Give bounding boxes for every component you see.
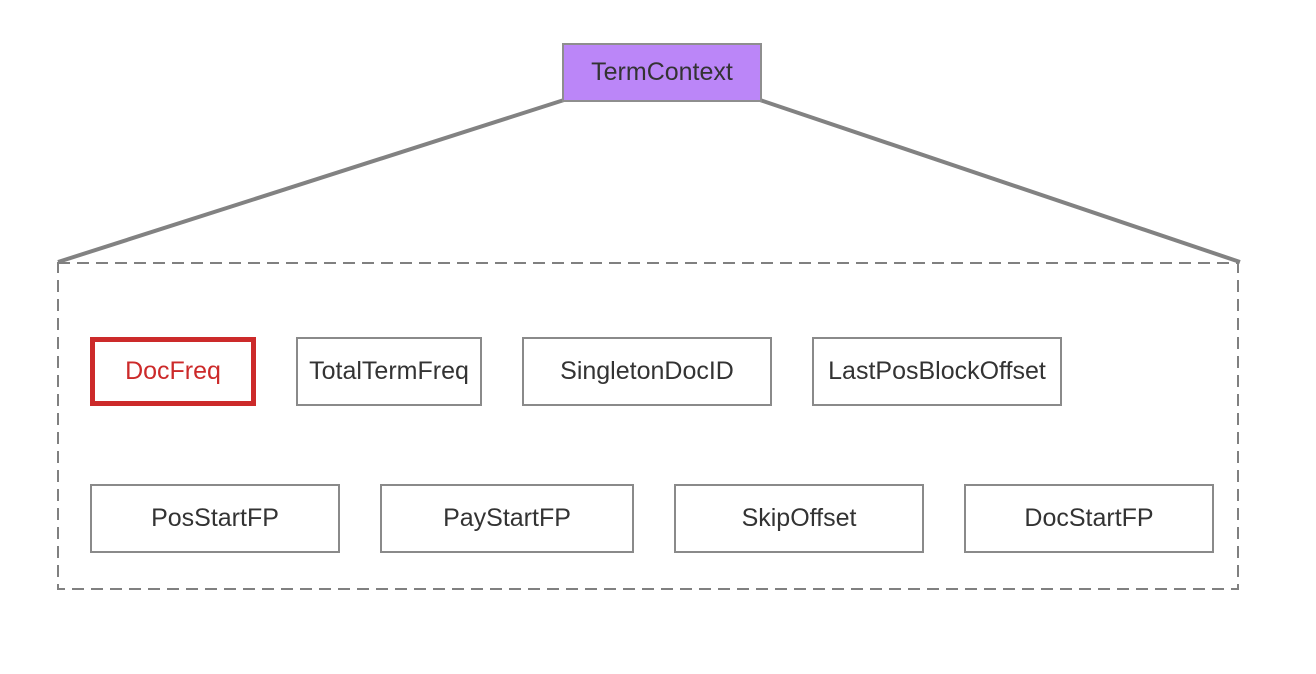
field-label: TotalTermFreq bbox=[309, 357, 469, 385]
group-dashed-border bbox=[57, 262, 1239, 590]
field-label: PayStartFP bbox=[443, 504, 571, 532]
field-label: SingletonDocID bbox=[560, 357, 734, 385]
field-singletondocid: SingletonDocID bbox=[522, 337, 772, 406]
field-posstartfp: PosStartFP bbox=[90, 484, 340, 553]
field-label: LastPosBlockOffset bbox=[828, 357, 1046, 385]
field-skipoffset: SkipOffset bbox=[674, 484, 924, 553]
root-node-termcontext: TermContext bbox=[562, 43, 762, 102]
field-label: PosStartFP bbox=[151, 504, 279, 532]
field-docfreq: DocFreq bbox=[90, 337, 256, 406]
connector-left bbox=[57, 98, 565, 264]
field-label: DocFreq bbox=[125, 357, 221, 385]
root-node-label: TermContext bbox=[591, 58, 733, 86]
field-totaltermfreq: TotalTermFreq bbox=[296, 337, 482, 406]
field-lastposblockoffset: LastPosBlockOffset bbox=[812, 337, 1062, 406]
field-label: SkipOffset bbox=[741, 504, 857, 532]
field-label: DocStartFP bbox=[1024, 504, 1154, 532]
field-paystartfp: PayStartFP bbox=[380, 484, 634, 553]
connector-right bbox=[759, 98, 1241, 264]
field-docstartfp: DocStartFP bbox=[964, 484, 1214, 553]
